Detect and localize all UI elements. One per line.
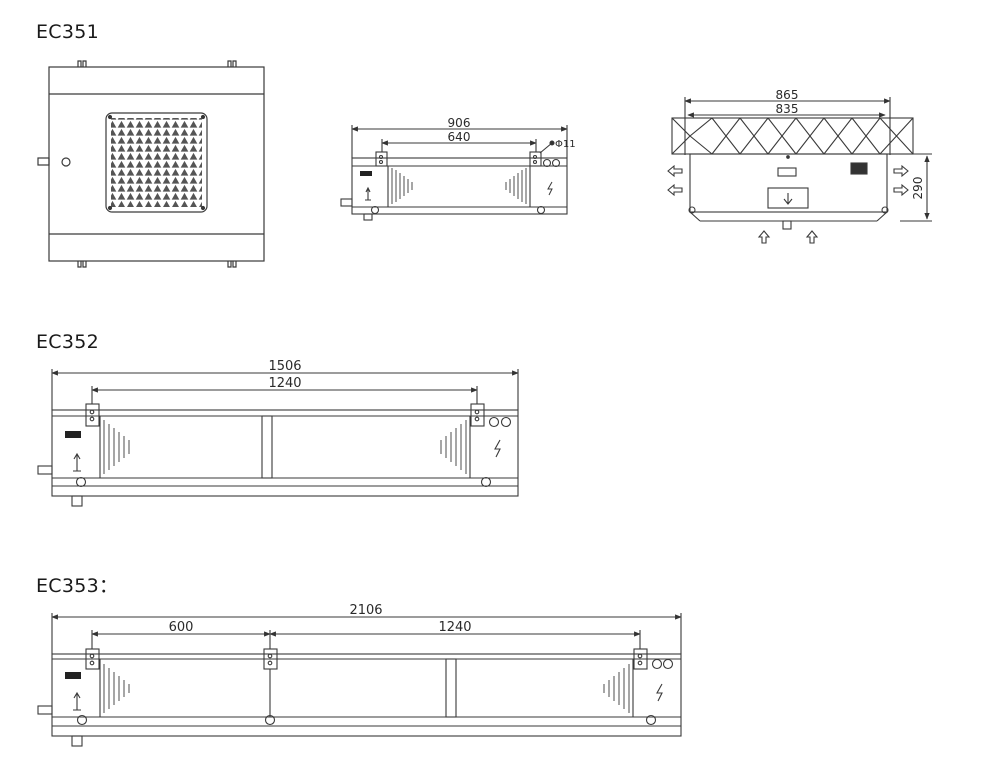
ec351-side-inner-dim: 835: [776, 102, 799, 116]
ec351-front-mount-dim: 640: [448, 130, 471, 144]
ec352-overall-dim: 1506: [268, 359, 301, 374]
ec352-front-view: [37, 369, 519, 507]
ec353-mount-b-dim: 1240: [438, 620, 471, 635]
ec351-top-view: [37, 60, 265, 268]
ec351-label: EC351: [36, 21, 100, 43]
ec351-side-height-dim: 290: [911, 177, 925, 200]
ec353-mount-a-dim: 600: [169, 620, 194, 635]
ec351-front-view: [340, 125, 568, 221]
ec352-label: EC352: [36, 331, 100, 353]
ec351-side-overall-dim: 865: [776, 88, 799, 102]
ec353-front-view: [37, 613, 682, 747]
ec351-front-overall-dim: 906: [448, 116, 471, 130]
ec351-side-view: [667, 97, 932, 244]
ec353-overall-dim: 2106: [349, 603, 382, 618]
ec353-label: EC353：: [36, 575, 119, 597]
ec352-mount-dim: 1240: [268, 376, 301, 391]
ec351-hole-dim: Φ11: [555, 139, 576, 150]
